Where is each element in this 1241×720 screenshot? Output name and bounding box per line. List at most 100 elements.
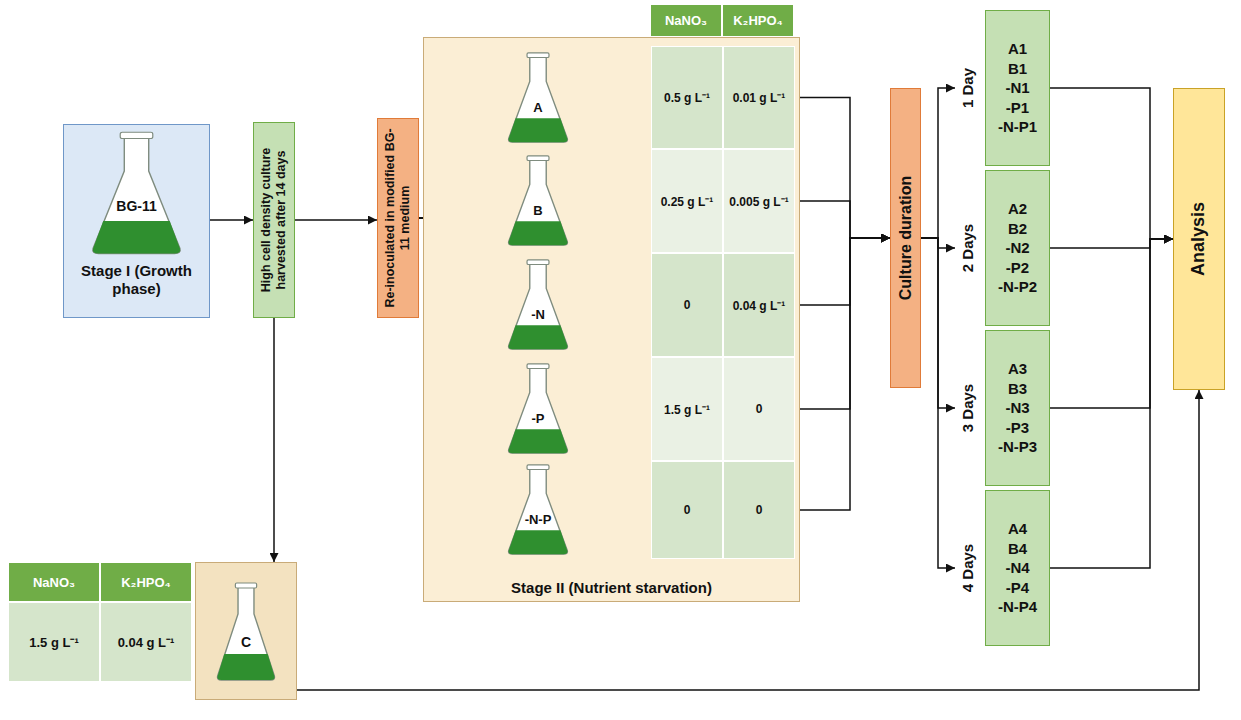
sample-code: B4 [1008,539,1027,559]
flask-glass [509,469,568,555]
control-flask-box: C [195,562,297,700]
table-cell: K₂HPO₄ [722,4,794,37]
treatment-row: -N-P00 [506,461,795,559]
day-label-column: 3 Days [955,330,981,486]
flask-culture [509,221,568,245]
flask-culture [218,654,275,680]
flask-rim [120,132,153,138]
flask-rim [527,364,549,369]
sample-code: -N3 [1005,398,1029,418]
sample-code: -N2 [1005,238,1029,258]
table-cell: NaNO₃ [650,4,722,37]
day-label-column: 4 Days [955,490,981,646]
sample-code: -N-P2 [998,277,1037,297]
table-cell: K₂HPO₄ [100,562,192,602]
flask-rim [527,260,549,265]
flask-figure [89,131,184,256]
treatment-row: A0.5 g L⁻¹0.01 g L⁻¹ [506,46,795,149]
table-cell: 0.04 g L⁻¹ [723,253,795,357]
process-box: Culture duration [890,88,921,388]
sample-list-box: A3B3-N3-P3-N-P3 [985,330,1050,486]
flask-figure [506,52,570,144]
duration-box: 1 Day A1B1-N1-P1-N-P1 [955,10,1050,166]
flask-rim [527,52,549,57]
sample-code: -N-P1 [998,117,1037,137]
table-cell: 0.005 g L⁻¹ [723,149,795,253]
flask-glass [93,137,180,253]
table-cell: 0 [651,253,723,357]
connector-arrow [795,238,890,305]
stage-panel: A0.5 g L⁻¹0.01 g L⁻¹B0.25 g L⁻¹0.005 g L… [423,37,800,602]
connector-arrow [921,238,955,568]
connector-arrow [921,88,955,238]
control-letter: C [215,635,277,649]
process-box: High cell density culture harvested afte… [253,122,295,318]
step-label: Re-inoculated in modified BG-11 medium [383,125,413,311]
sample-code: B2 [1008,219,1027,239]
flask-culture [509,325,568,349]
flask-svg [506,155,570,247]
connector-arrow [273,318,275,562]
flask-culture [509,429,568,453]
connector-arrow [1050,239,1173,568]
connector-arrow [795,201,890,238]
flask-glass [509,264,568,350]
sample-code: B1 [1008,59,1027,79]
flask-figure [506,363,570,455]
connector-arrow [1050,239,1173,248]
flask-svg [89,131,184,256]
connector-arrow [1050,239,1173,408]
sample-list-box: A1B1-N1-P1-N-P1 [985,10,1050,166]
table-cell: 1.5 g L⁻¹ [8,602,100,682]
treatment-letter: -P [506,412,570,425]
day-label: 4 Days [959,544,977,592]
connector-arrow [295,219,377,221]
flask-svg [506,363,570,455]
sample-code: B3 [1008,379,1027,399]
flask-figure [506,259,570,351]
treatment-letter: -N-P [506,513,570,526]
treatment-row: -P1.5 g L⁻¹0 [506,357,795,461]
sample-code: -N-P4 [998,597,1037,617]
table-cell: NaNO₃ [8,562,100,602]
table-cell: 0.04 g L⁻¹ [100,602,192,682]
table-cell: 1.5 g L⁻¹ [651,357,723,461]
connector-arrow [1050,88,1173,239]
flask-glass [509,368,568,454]
flask-glass [509,56,568,142]
flask-svg [506,464,570,556]
connector-arrow [795,238,890,409]
flask-rim [235,583,256,588]
day-label-column: 2 Days [955,170,981,326]
treatment-letter: -N [506,308,570,321]
flask-culture [93,221,180,254]
sample-code: A3 [1008,359,1027,379]
connector-arrow [210,219,253,221]
sample-code: -N4 [1005,558,1029,578]
table-cell: 0.01 g L⁻¹ [723,46,795,149]
table-cell: 0.5 g L⁻¹ [651,46,723,149]
day-label: 2 Days [959,224,977,272]
step-label: Analysis [1188,95,1210,383]
process-box: Analysis [1173,88,1225,390]
sample-code: A4 [1008,519,1027,539]
duration-box: 3 Days A3B3-N3-P3-N-P3 [955,330,1050,486]
day-label: 3 Days [959,384,977,432]
connector-arrow [795,238,890,510]
flask-figure [215,582,277,682]
flask-culture [509,530,568,554]
flask-culture [509,118,568,142]
duration-box: 4 Days A4B4-N4-P4-N-P4 [955,490,1050,646]
sample-list-box: A4B4-N4-P4-N-P4 [985,490,1050,646]
medium-label: BG-11 [89,199,184,213]
treatment-letter: B [506,204,570,217]
sample-code: -P2 [1006,258,1029,278]
sample-code: A2 [1008,199,1027,219]
flask-rim [527,465,549,470]
connector-arrow [795,98,890,239]
stage-title: Stage II (Nutrient starvation) [424,579,799,597]
day-label: 1 Day [959,68,977,108]
sample-code: A1 [1008,39,1027,59]
